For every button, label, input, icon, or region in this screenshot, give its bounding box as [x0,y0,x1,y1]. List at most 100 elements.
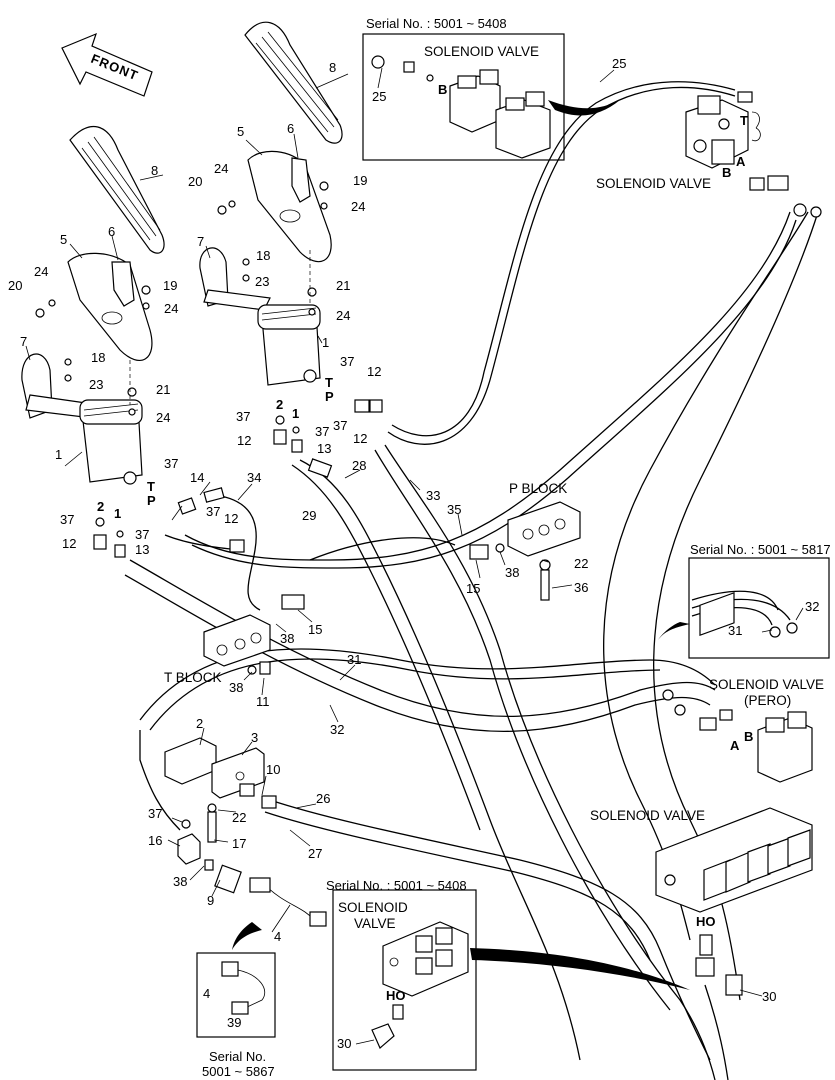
part-number: 37 [135,527,149,542]
inset-box-bottom-mid [332,889,477,1071]
part-number: 19 [163,278,177,293]
pedal-pad-left [69,125,165,254]
part-number: 5 [237,124,244,139]
solenoid-valve-pero-title-line2: (PERO) [744,693,791,708]
solenoid-valve-bank-title: SOLENOID VALVE [590,808,705,823]
part-number: 24 [34,264,48,279]
part-number: 31 [347,652,361,667]
part-number: 1 [322,335,329,350]
port-a-top-right: A [736,154,746,169]
part-number: 6 [287,121,294,136]
part-number: 12 [367,364,381,379]
part-number: 16 [148,833,162,848]
part-number: 37 [148,806,162,821]
part-number: 38 [173,874,187,889]
part-number: 4 [274,929,281,944]
part-number: 34 [247,470,261,485]
inset-box-right [688,557,830,659]
part-number: 18 [256,248,270,263]
serial-callout-right: Serial No. : 5001 ~ 5817 [690,542,831,557]
port-p-right-pedal: P [325,389,334,404]
part-number: 15 [308,622,322,637]
solenoid-valve-inset-title-line1: SOLENOID [338,900,408,915]
part-number: 39 [227,1015,241,1030]
port-t-left-pedal: T [147,479,155,494]
port-t-top-right: T [740,113,748,128]
port-b-top-right: B [722,165,731,180]
part-number: 30 [337,1036,351,1051]
part-number: 6 [108,224,115,239]
part-number: 25 [612,56,626,71]
port-b-pero: B [744,729,753,744]
part-number: 33 [426,488,440,503]
pedal-plate-right [247,150,332,263]
t-block-middle [203,594,305,675]
p-block-title: P BLOCK [509,481,567,496]
part-number: 12 [353,431,367,446]
callout-arrows [232,100,690,990]
part-number: 19 [353,173,367,188]
part-number: 4 [203,986,210,1001]
t-block-bottom [164,737,327,927]
inset-box-top [362,33,565,161]
part-number: 24 [214,161,228,176]
part-number: 25 [372,89,386,104]
part-number: 14 [190,470,204,485]
part-number: 7 [197,234,204,249]
part-number: 27 [308,846,322,861]
part-number: 38 [280,631,294,646]
part-number: 8 [151,163,158,178]
right-pedal-assembly [199,21,383,478]
part-number: 37 [340,354,354,369]
solenoid-valve-pero [662,689,813,783]
part-number: 9 [207,893,214,908]
part-number: 23 [255,274,269,289]
part-number: 10 [266,762,280,777]
left-pedal-assembly [21,125,245,558]
part-number: 24 [351,199,365,214]
serial-callout-bottom-mid: Serial No. : 5001 ~ 5408 [326,878,467,893]
part-number: 21 [336,278,350,293]
solenoid-valve-pero-title-line1: SOLENOID VALVE [709,677,824,692]
part-number: 2 [196,716,203,731]
part-number: 20 [188,174,202,189]
solenoid-valve-bank [655,592,813,996]
part-number: 37 [60,512,74,527]
serial-callout-bottom-left-line1: Serial No. [209,1049,266,1064]
part-number: 5 [60,232,67,247]
part-number: 7 [20,334,27,349]
port-1-left-pedal: 1 [114,506,121,521]
part-number: 24 [336,308,350,323]
port-p-left-pedal: P [147,493,156,508]
part-number: 20 [8,278,22,293]
port-1-right-pedal: 1 [292,406,299,421]
solenoid-valve-top-right [685,91,822,218]
front-direction-arrow: FRONT [61,32,153,97]
part-number: 22 [232,810,246,825]
part-number: 18 [91,350,105,365]
part-number: 8 [329,60,336,75]
part-number: 36 [574,580,588,595]
part-number: 13 [317,441,331,456]
part-number: 30 [762,989,776,1004]
part-number: 38 [229,680,243,695]
part-number: 37 [164,456,178,471]
part-number: 26 [316,791,330,806]
part-number: 37 [315,424,329,439]
sensor-inset [221,961,266,1015]
part-number: 37 [333,418,347,433]
part-number: 11 [256,694,270,709]
port-2-right-pedal: 2 [276,397,283,412]
part-number: 24 [164,301,178,316]
part-number: 17 [232,836,246,851]
hoses [124,81,819,1080]
part-number: 22 [574,556,588,571]
part-number: 23 [89,377,103,392]
pedal-pad-right [244,21,343,144]
solenoid-valve-inset-top [371,55,551,159]
part-number: 12 [237,433,251,448]
solenoid-valve-inset-bottom [371,921,469,1049]
part-number: 1 [55,447,62,462]
part-number: 12 [224,511,238,526]
